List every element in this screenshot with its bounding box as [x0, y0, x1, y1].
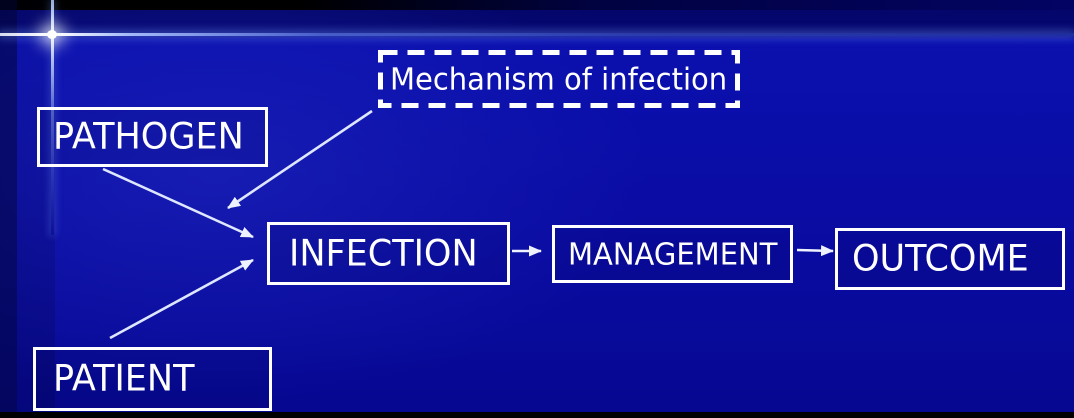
connector-patient-to-infection: [109, 258, 254, 340]
node-mechanism-of-infection: Mechanism of infection: [378, 50, 740, 108]
node-management-label: MANAGEMENT: [568, 236, 778, 272]
node-infection: INFECTION: [267, 222, 510, 285]
node-management: MANAGEMENT: [552, 225, 793, 283]
node-outcome: OUTCOME: [835, 228, 1065, 290]
crosshair-vertical-line: [51, 0, 54, 235]
dashed-border: [378, 50, 740, 108]
crosshair-glow-icon: [47, 30, 57, 39]
node-pathogen: PATHOGEN: [37, 107, 268, 167]
crosshair-horizontal-line: [0, 33, 1074, 36]
node-infection-label: INFECTION: [289, 232, 478, 275]
node-patient-label: PATIENT: [53, 358, 195, 400]
left-dark-band: [0, 0, 17, 418]
node-pathogen-label: PATHOGEN: [53, 116, 244, 158]
bottom-black-strip: [0, 412, 1074, 418]
top-black-strip: [0, 0, 1074, 10]
node-outcome-label: OUTCOME: [852, 238, 1029, 280]
connector-mechanism-to-pathway: [227, 109, 373, 210]
node-mechanism-label: Mechanism of infection: [390, 61, 728, 97]
connector-pathogen-to-infection: [102, 167, 254, 239]
node-patient: PATIENT: [33, 347, 272, 411]
connector-management-to-outcome: [796, 245, 834, 257]
